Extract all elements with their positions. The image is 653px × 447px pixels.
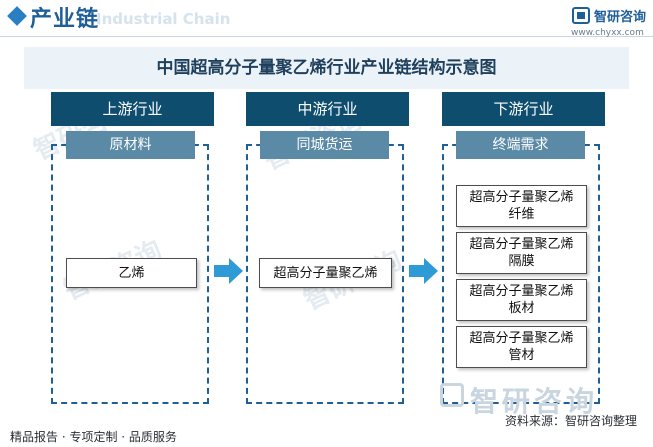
watermark-logo-icon	[440, 383, 464, 407]
downstream-item: 超高分子量聚乙烯 管材	[456, 326, 587, 368]
downstream-item-line2: 纤维	[508, 207, 535, 222]
downstream-item-line1: 超高分子量聚乙烯	[469, 190, 574, 205]
downstream-item-line1: 超高分子量聚乙烯	[469, 237, 574, 252]
logo-icon	[572, 7, 590, 24]
source-note: 资料来源：智研咨询整理	[505, 414, 638, 428]
diagram-title-bar	[24, 47, 629, 89]
watermark-brand: 智研咨询	[470, 385, 599, 418]
downstream-item-line2: 隔膜	[508, 254, 535, 269]
stage-downstream-header: 下游行业	[442, 92, 605, 126]
downstream-item-line1: 超高分子量聚乙烯	[469, 331, 574, 346]
diagram-title: 中国超高分子量聚乙烯行业产业链结构示意图	[156, 58, 497, 78]
midstream-item: 超高分子量聚乙烯	[259, 258, 392, 288]
footer-services: 精品报告 · 专项定制 · 品质服务	[10, 430, 177, 444]
arrow-right-icon	[409, 258, 438, 284]
stage-upstream-subheader: 原材料	[66, 131, 195, 159]
downstream-item-line2: 管材	[508, 348, 535, 363]
logo-name: 智研咨询	[594, 10, 647, 25]
header-divider	[0, 36, 653, 37]
downstream-item: 超高分子量聚乙烯 隔膜	[456, 232, 587, 274]
downstream-item-line2: 板材	[508, 301, 535, 316]
stage-midstream-header: 中游行业	[246, 92, 409, 126]
stage-midstream-subheader: 同城货运	[260, 131, 389, 159]
logo-url: www.chyxx.com	[571, 28, 644, 38]
downstream-item: 超高分子量聚乙烯 纤维	[456, 185, 587, 227]
arrow-right-icon	[214, 258, 243, 284]
header-diamond-icon	[7, 6, 27, 26]
upstream-item: 乙烯	[66, 258, 197, 288]
downstream-item: 超高分子量聚乙烯 板材	[456, 279, 587, 321]
header-title: 产业链	[30, 7, 100, 32]
stage-upstream-header: 上游行业	[51, 92, 214, 126]
stage-downstream-subheader: 终端需求	[456, 131, 585, 159]
header-ghost-text: Industrial Chain	[96, 10, 231, 28]
downstream-item-line1: 超高分子量聚乙烯	[469, 284, 574, 299]
